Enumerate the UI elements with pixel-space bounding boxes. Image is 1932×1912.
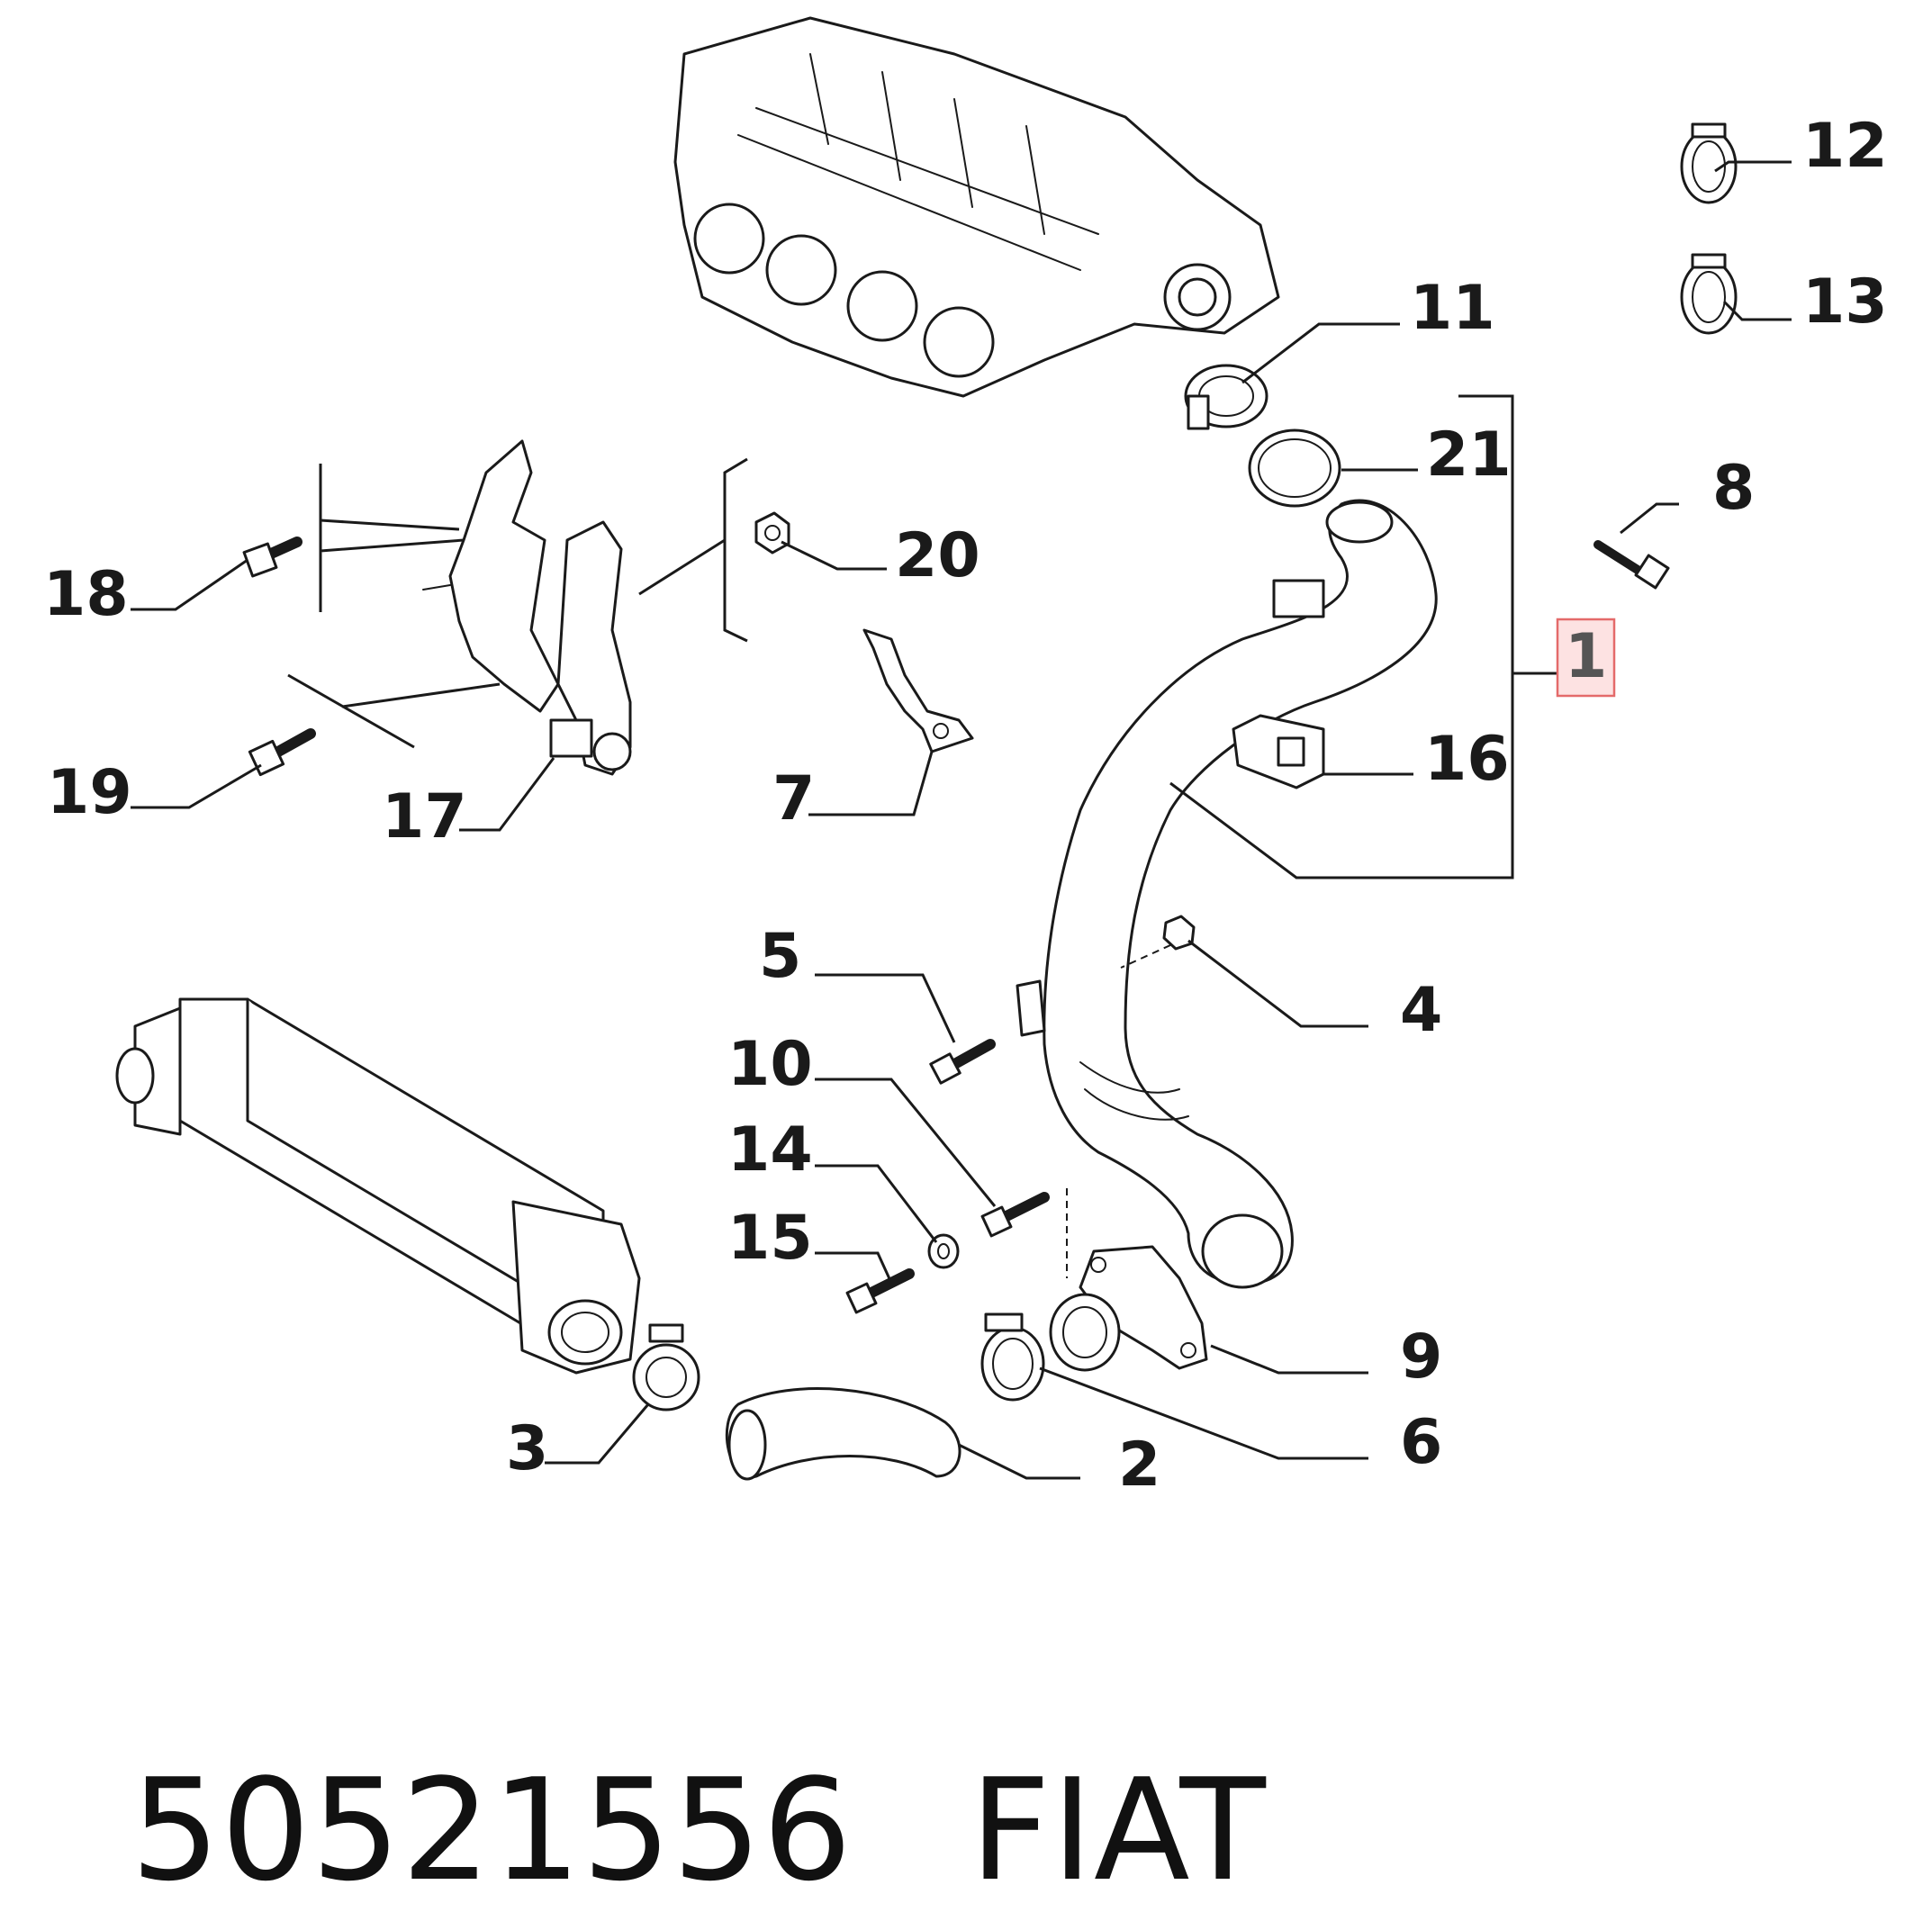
bolt-18 [242,537,302,578]
callout-9[interactable]: 9 [1400,1321,1442,1393]
callout-5[interactable]: 5 [759,921,801,992]
o-ring-21 [1248,428,1341,508]
clamp-6 [980,1312,1045,1402]
brand-name: FIAT [970,1748,1267,1912]
callout-18[interactable]: 18 [43,559,129,630]
highlight-box [1556,618,1616,698]
callout-numbers: 1 2 3 4 5 6 7 8 9 10 11 12 13 14 15 16 1… [43,111,1888,1501]
intercooler-hose-1 [1043,499,1438,1289]
callout-15[interactable]: 15 [727,1203,813,1274]
bolt-10 [980,1192,1050,1238]
bolt-19 [248,728,316,777]
sensor-16 [1232,714,1325,789]
nut-4 [1162,915,1196,951]
bracket-7 [862,628,974,753]
callout-14[interactable]: 14 [727,1114,813,1186]
flange-9 [1049,1245,1208,1372]
intake-manifold [673,16,1280,398]
callout-17[interactable]: 17 [382,781,467,852]
callout-2[interactable]: 2 [1118,1429,1160,1501]
bolt-15 [845,1268,915,1314]
intercooler [115,997,641,1375]
callout-20[interactable]: 20 [895,520,980,591]
callout-7[interactable]: 7 [772,763,815,834]
callout-11[interactable]: 11 [1410,273,1495,344]
callout-8[interactable]: 8 [1712,453,1755,524]
bolt-8 [1593,540,1670,590]
hose-2 [725,1387,961,1481]
bracket-17 [422,439,632,776]
leader-lines [131,160,1792,1480]
bolt-5 [929,1039,996,1085]
callout-6[interactable]: 6 [1400,1407,1442,1478]
clamp-13 [1680,253,1738,335]
callout-4[interactable]: 4 [1400,975,1442,1046]
callout-12[interactable]: 12 [1802,111,1888,182]
footer-caption: 50521556 FIAT [40,1584,1267,1912]
parts-diagram: 1 2 3 4 5 6 7 8 9 10 11 12 13 14 15 16 1… [43,16,1888,1501]
callout-19[interactable]: 19 [47,757,132,828]
callout-1[interactable]: 1 [1565,621,1607,692]
callout-21[interactable]: 21 [1426,419,1512,491]
clamp-3 [632,1323,700,1411]
clamp-12 [1680,122,1738,204]
washer-14 [927,1233,960,1269]
part-number: 50521556 [131,1748,853,1912]
callout-16[interactable]: 16 [1424,724,1510,795]
callout-10[interactable]: 10 [727,1029,813,1100]
callout-13[interactable]: 13 [1802,266,1888,338]
callout-3[interactable]: 3 [506,1413,548,1484]
nut-20 [754,511,790,555]
